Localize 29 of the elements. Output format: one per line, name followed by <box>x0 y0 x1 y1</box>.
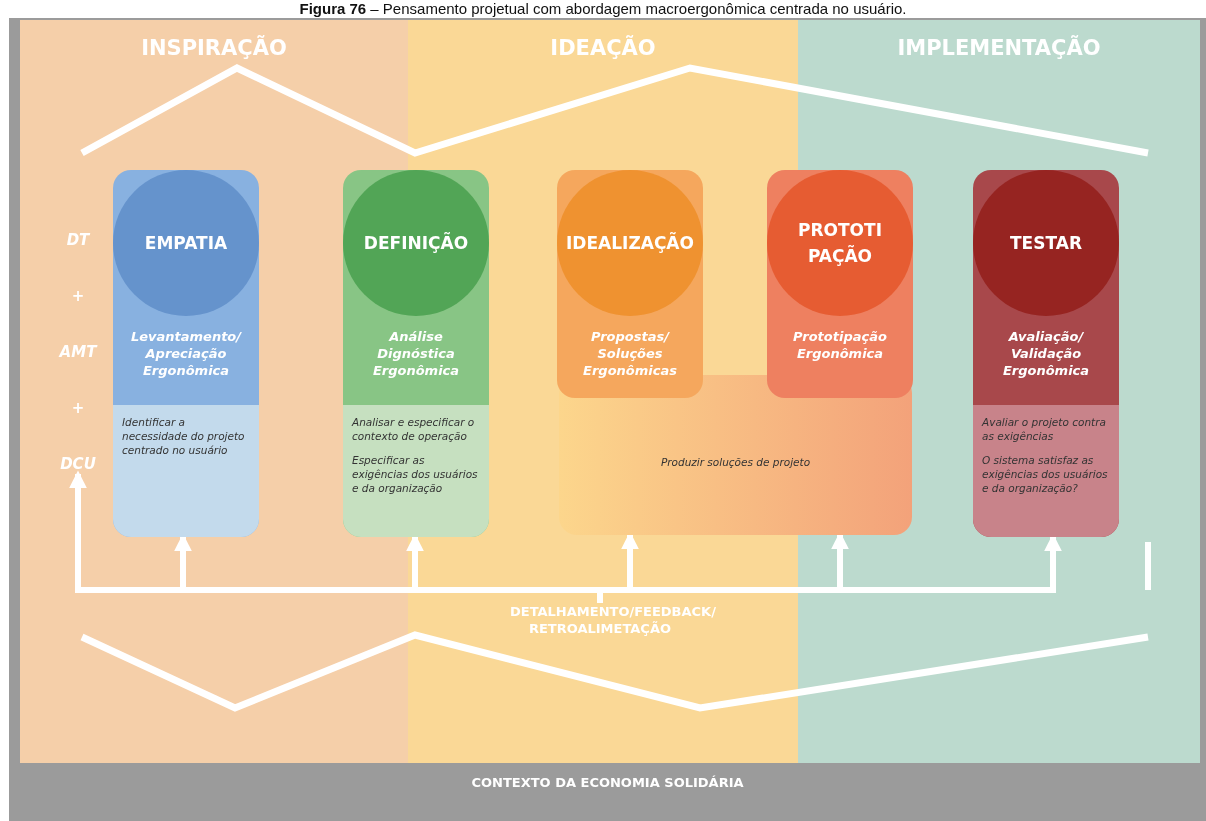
phase-title: IDEALIZAÇÃO <box>566 231 694 255</box>
phase-subtitle: Levantamento/ Apreciação Ergonômica <box>129 328 243 379</box>
context-frame <box>9 18 1206 821</box>
band-title: IDEAÇÃO <box>549 36 657 60</box>
phase-card <box>767 170 913 398</box>
phase-card <box>557 170 703 398</box>
phase-subtitle: Propostas/ Soluções Ergonômicas <box>582 328 678 379</box>
context-label: CONTEXTO DA ECONOMIA SOLIDÁRIA <box>470 775 745 790</box>
band-title: IMPLEMENTAÇÃO <box>896 36 1102 60</box>
description-text: Analisar e especificar o contexto de operação <box>352 415 476 443</box>
phase-card <box>973 170 1119 537</box>
phase-subtitle: Análise Dignóstica Ergonômica <box>371 328 461 379</box>
band-title: INSPIRAÇÃO <box>140 36 288 60</box>
description-text: Identificar a necessidade do projeto centrado no usuário <box>122 415 246 457</box>
phase-subtitle: Prototipação Ergonômica <box>792 328 888 362</box>
figure-caption: Figura 76 – Pensamento projetual com abordagem macroergonômica centrada no usuário. <box>298 0 908 17</box>
phase-title: TESTAR <box>1010 232 1082 255</box>
method-label: DT + AMT + DCU <box>58 230 98 474</box>
description-text: O sistema satisfaz as exigências dos usuários e da organização? <box>982 453 1109 495</box>
phase-card <box>113 170 259 537</box>
phase-title: EMPATIA <box>144 232 228 255</box>
phase-title: PROTOTI PAÇÃO <box>797 219 883 268</box>
feedback-label: DETALHAMENTO/FEEDBACK/ RETROALIMETAÇÃO <box>470 603 730 643</box>
description-text: Especificar as exigências dos usuários e da organização <box>352 453 479 495</box>
panel-text: Produzir soluções de projeto <box>660 455 811 469</box>
phase-card <box>343 170 489 537</box>
phase-subtitle: Avaliação/ Validação Ergonômica <box>1001 328 1091 379</box>
phase-title: DEFINIÇÃO <box>363 231 469 255</box>
description-text: Avaliar o projeto contra as exigências <box>982 415 1107 443</box>
